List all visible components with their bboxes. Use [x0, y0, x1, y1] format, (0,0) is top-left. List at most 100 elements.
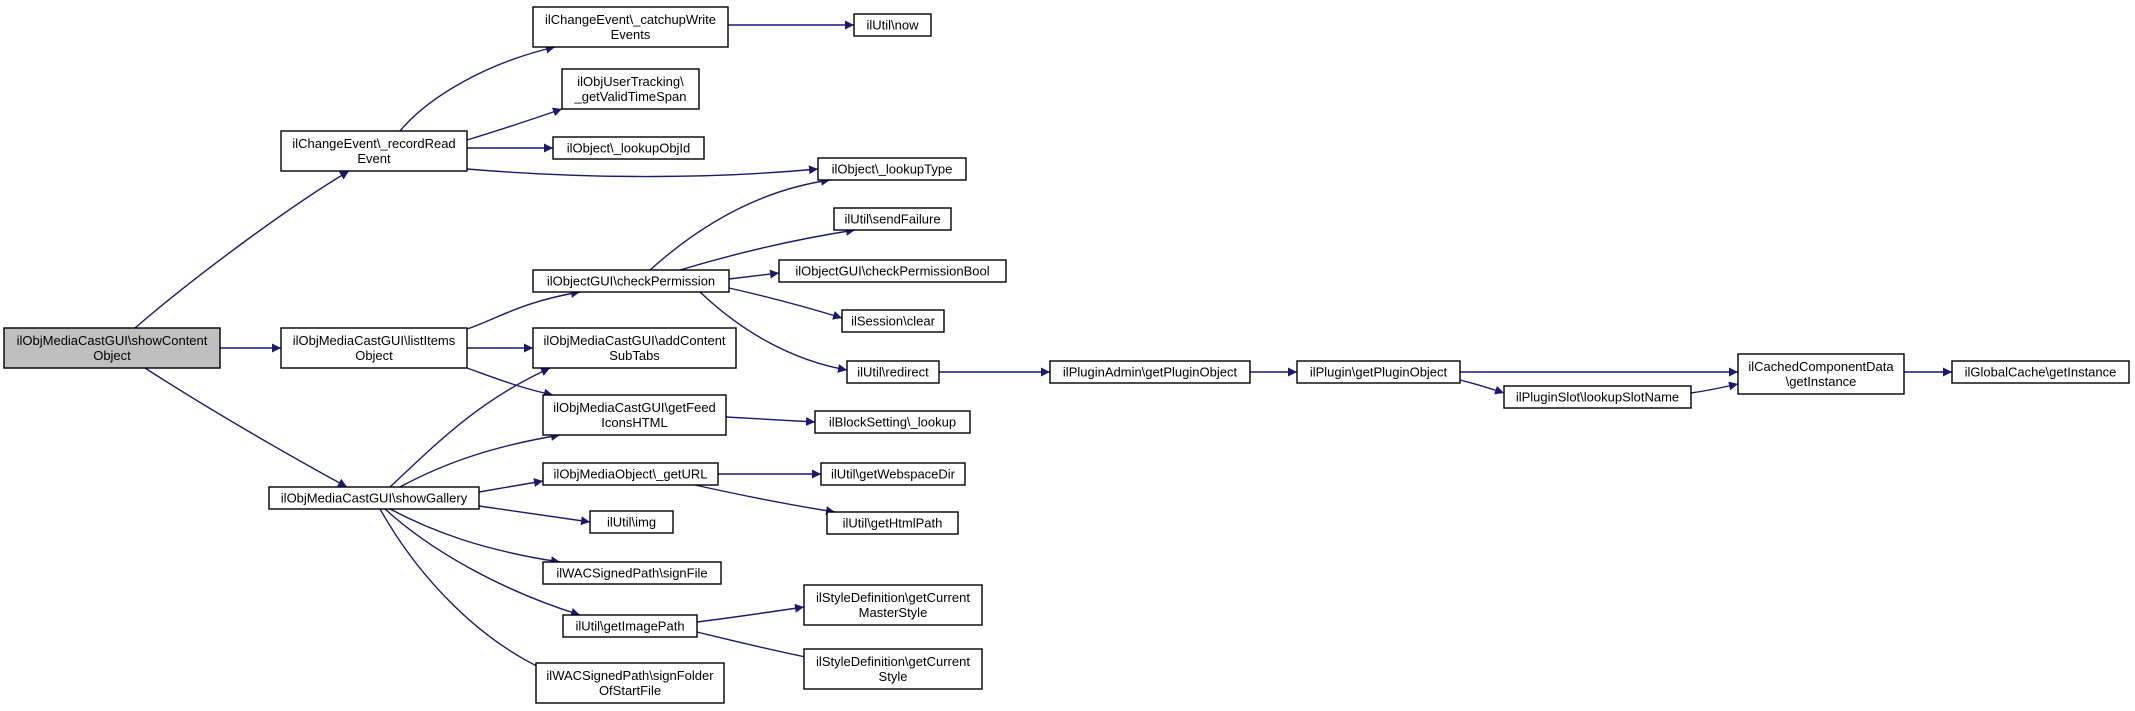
node-sessionClear[interactable]: ilSession\clear — [841, 309, 945, 333]
node-box — [820, 462, 966, 486]
node-img[interactable]: ilUtil\img — [589, 510, 674, 534]
node-label: ilObjMediaObject\_getURL — [554, 467, 708, 482]
node-box — [846, 360, 940, 384]
edge-showGallery-to-getURL — [478, 478, 544, 493]
node-box — [1049, 360, 1251, 384]
edge-getImagePath-to-currentStyle — [696, 631, 821, 663]
edge-showGallery-to-getFeed — [399, 432, 561, 488]
node-box — [826, 511, 959, 535]
edge-checkPerm-to-sessionClear — [728, 287, 843, 320]
node-slotName[interactable]: ilPluginSlot\lookupSlotName — [1503, 385, 1692, 409]
node-label: ilObject\_lookupObjId — [567, 141, 691, 156]
edge-showGallery-to-getImagePath — [384, 508, 581, 617]
node-box — [561, 68, 700, 110]
node-globalCache[interactable]: ilGlobalCache\getInstance — [1951, 360, 2130, 384]
node-label: ilUtil\img — [607, 515, 656, 530]
node-box — [535, 662, 725, 704]
node-box — [268, 486, 480, 510]
node-box — [1503, 385, 1692, 409]
node-label: ilCachedComponentData — [1748, 359, 1894, 374]
node-getImagePath[interactable]: ilUtil\getImagePath — [562, 614, 698, 638]
node-label: ilPluginSlot\lookupSlotName — [1516, 390, 1679, 405]
node-box — [3, 327, 221, 369]
node-blockLookup[interactable]: ilBlockSetting\_lookup — [814, 410, 971, 434]
edge-recordRead-to-lookupType — [466, 165, 819, 178]
node-webspace[interactable]: ilUtil\getWebspaceDir — [820, 462, 966, 486]
node-box — [853, 13, 932, 37]
node-box — [532, 269, 730, 293]
edge-showGallery-to-signFile — [389, 508, 561, 566]
node-htmlPath[interactable]: ilUtil\getHtmlPath — [826, 511, 959, 535]
node-box — [1296, 360, 1461, 384]
node-showGallery[interactable]: ilObjMediaCastGUI\showGallery — [268, 486, 480, 510]
node-label: \getInstance — [1786, 374, 1857, 389]
node-box — [814, 410, 971, 434]
node-signFile[interactable]: ilWACSignedPath\signFile — [542, 561, 722, 585]
node-label: ilUtil\getImagePath — [575, 619, 684, 634]
node-label: MasterStyle — [859, 605, 928, 620]
node-label: Object — [93, 348, 131, 363]
node-box — [778, 259, 1007, 283]
node-box — [532, 327, 737, 369]
node-label: ilUtil\now — [866, 18, 919, 33]
node-label: ilUtil\getHtmlPath — [843, 516, 943, 531]
edge-checkPerm-to-sendFailure — [679, 226, 856, 271]
node-redirect[interactable]: ilUtil\redirect — [846, 360, 940, 384]
node-label: _getValidTimeSpan — [573, 89, 686, 104]
node-getURL[interactable]: ilObjMediaObject\_getURL — [542, 462, 719, 486]
node-getValid[interactable]: ilObjUserTracking\_getValidTimeSpan — [561, 68, 700, 110]
node-checkPerm[interactable]: ilObjectGUI\checkPermission — [532, 269, 730, 293]
node-now[interactable]: ilUtil\now — [853, 13, 932, 37]
node-box — [803, 584, 983, 626]
node-label: ilUtil\sendFailure — [844, 212, 940, 227]
node-label: ilObjMediaCastGUI\addContent — [543, 333, 725, 348]
node-cachedComp[interactable]: ilCachedComponentData\getInstance — [1737, 353, 1905, 395]
edge-getImagePath-to-masterStyle — [696, 603, 805, 623]
node-lookupObjId[interactable]: ilObject\_lookupObjId — [552, 136, 705, 160]
node-label: ilObjMediaCastGUI\showGallery — [281, 491, 468, 506]
node-label: ilObject\_lookupType — [832, 162, 953, 177]
edge-pluginObj-to-slotName — [1459, 379, 1505, 395]
node-box — [542, 462, 719, 486]
node-label: ilObjectGUI\checkPermissionBool — [795, 264, 989, 279]
node-label: ilWACSignedPath\signFile — [556, 566, 707, 581]
node-checkPermBool[interactable]: ilObjectGUI\checkPermissionBool — [778, 259, 1007, 283]
node-box — [841, 309, 945, 333]
edge-listItems-to-checkPerm — [466, 289, 581, 330]
node-box — [280, 130, 468, 172]
node-label: Events — [611, 27, 651, 42]
node-label: ilChangeEvent\_catchupWrite — [545, 12, 716, 27]
node-label: ilUtil\redirect — [857, 365, 929, 380]
node-label: IconsHTML — [601, 415, 667, 430]
node-pluginObj[interactable]: ilPlugin\getPluginObject — [1296, 360, 1461, 384]
edge-listItems-to-getFeed — [466, 367, 554, 398]
node-box — [1737, 353, 1905, 395]
node-label: ilUtil\getWebspaceDir — [831, 467, 956, 482]
node-label: ilPlugin\getPluginObject — [1310, 365, 1448, 380]
edge-showGallery-to-img — [478, 505, 591, 526]
node-lookupType[interactable]: ilObject\_lookupType — [817, 157, 967, 181]
node-box — [562, 614, 698, 638]
node-box — [803, 648, 983, 690]
node-label: SubTabs — [609, 348, 660, 363]
node-sendFailure[interactable]: ilUtil\sendFailure — [833, 207, 952, 231]
edge-root-to-showGallery — [144, 367, 348, 488]
node-label: OfStartFile — [599, 683, 661, 698]
node-pluginAdmin[interactable]: ilPluginAdmin\getPluginObject — [1049, 360, 1251, 384]
node-label: ilObjMediaCastGUI\showContent — [17, 333, 208, 348]
node-label: ilGlobalCache\getInstance — [1965, 365, 2117, 380]
node-label: ilObjUserTracking\ — [577, 74, 684, 89]
edge-getURL-to-htmlPath — [694, 484, 836, 516]
node-label: ilBlockSetting\_lookup — [829, 415, 956, 430]
